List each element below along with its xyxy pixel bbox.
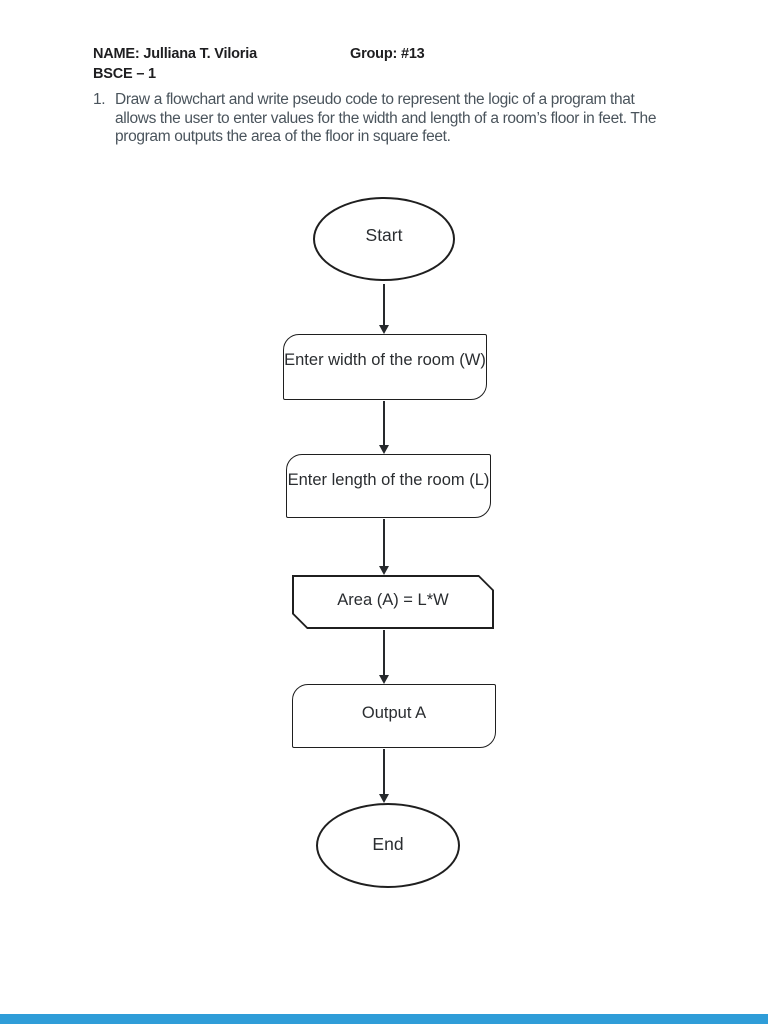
- header-group: Group: #13: [350, 46, 425, 62]
- question-text-line: allows the user to enter values for the …: [115, 109, 657, 127]
- flow-arrow: [378, 284, 390, 334]
- flow-node-enter-length-label: Enter length of the room (L): [287, 470, 490, 489]
- arrow-head-icon: [379, 445, 389, 454]
- flow-node-compute-area-label: Area (A) = L*W: [337, 590, 449, 609]
- flow-node-enter-width: Enter width of the room (W): [283, 334, 487, 400]
- question-text-line: program outputs the area of the floor in…: [115, 128, 451, 146]
- flow-node-compute-area: Area (A) = L*W: [292, 575, 494, 629]
- flow-node-enter-length: Enter length of the room (L): [286, 454, 491, 518]
- arrow-line: [383, 401, 385, 445]
- question-item: 1. Draw a flowchart and write pseudo cod…: [93, 91, 715, 147]
- flow-node-output-area-label: Output A: [361, 703, 427, 722]
- flow-node-end-label: End: [372, 834, 404, 854]
- question-text: Draw a flowchart and write pseudo code t…: [115, 91, 715, 147]
- question-number: 1.: [93, 91, 106, 108]
- arrow-line: [383, 749, 385, 794]
- flow-node-end: End: [316, 803, 460, 888]
- arrow-line: [383, 284, 385, 325]
- flow-arrow: [378, 519, 390, 575]
- flow-arrow: [378, 630, 390, 684]
- flow-node-start-label: Start: [365, 224, 403, 245]
- arrow-head-icon: [379, 675, 389, 684]
- viewer-bottom-bar: [0, 1014, 768, 1024]
- arrow-head-icon: [379, 566, 389, 575]
- flow-arrow: [378, 401, 390, 454]
- arrow-head-icon: [379, 325, 389, 334]
- arrow-head-icon: [379, 794, 389, 803]
- question-text-line: Draw a flowchart and write pseudo code t…: [115, 91, 635, 108]
- flow-node-output-area: Output A: [292, 684, 496, 748]
- flow-node-start: Start: [313, 197, 455, 281]
- arrow-line: [383, 519, 385, 566]
- flow-node-enter-width-label: Enter width of the room (W): [284, 350, 486, 369]
- header-name: NAME: Julliana T. Viloria: [93, 46, 257, 62]
- process-shape-fill: [294, 577, 492, 627]
- arrow-line: [383, 630, 385, 675]
- header-course: BSCE – 1: [93, 66, 156, 82]
- flow-arrow: [378, 749, 390, 803]
